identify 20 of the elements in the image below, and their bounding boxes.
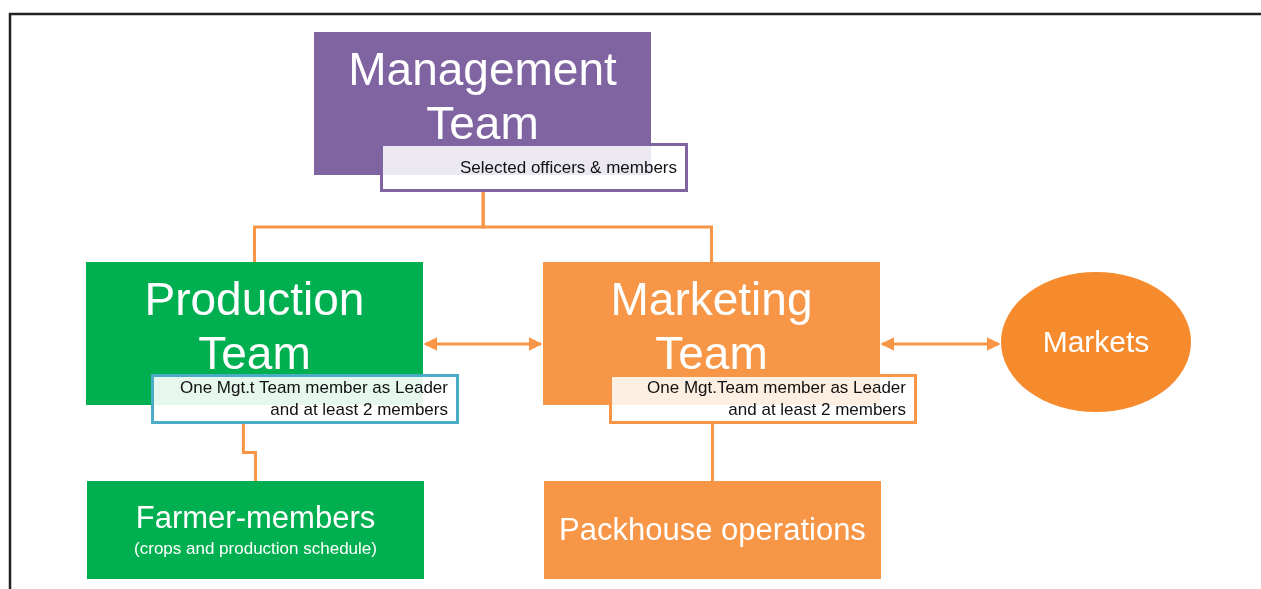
note-text: Selected officers & members (459, 156, 677, 179)
note-text: One Mgt.t Team member as Leader and at least 2 members (178, 377, 448, 421)
connector-line (711, 424, 714, 481)
box-label: Markets (1042, 325, 1150, 359)
connector-line (481, 192, 713, 262)
note-box (380, 143, 688, 192)
box-label: Marketing Team (609, 272, 814, 380)
process-box (544, 481, 881, 579)
box-label: Farmer-members (135, 499, 376, 537)
double-arrow (880, 337, 1001, 351)
note-box (609, 374, 917, 424)
double-arrow (423, 337, 543, 351)
process-box (87, 481, 424, 579)
connector-line (241, 424, 257, 481)
box-label: Packhouse operations (559, 511, 866, 549)
note-box (151, 374, 459, 424)
box-label: Management Team (347, 42, 618, 150)
box-label: Production Team (143, 272, 366, 380)
box-subtitle: (crops and production schedule) (134, 538, 377, 560)
note-text: One Mgt.Team member as Leader and at least 2 members (646, 377, 906, 421)
